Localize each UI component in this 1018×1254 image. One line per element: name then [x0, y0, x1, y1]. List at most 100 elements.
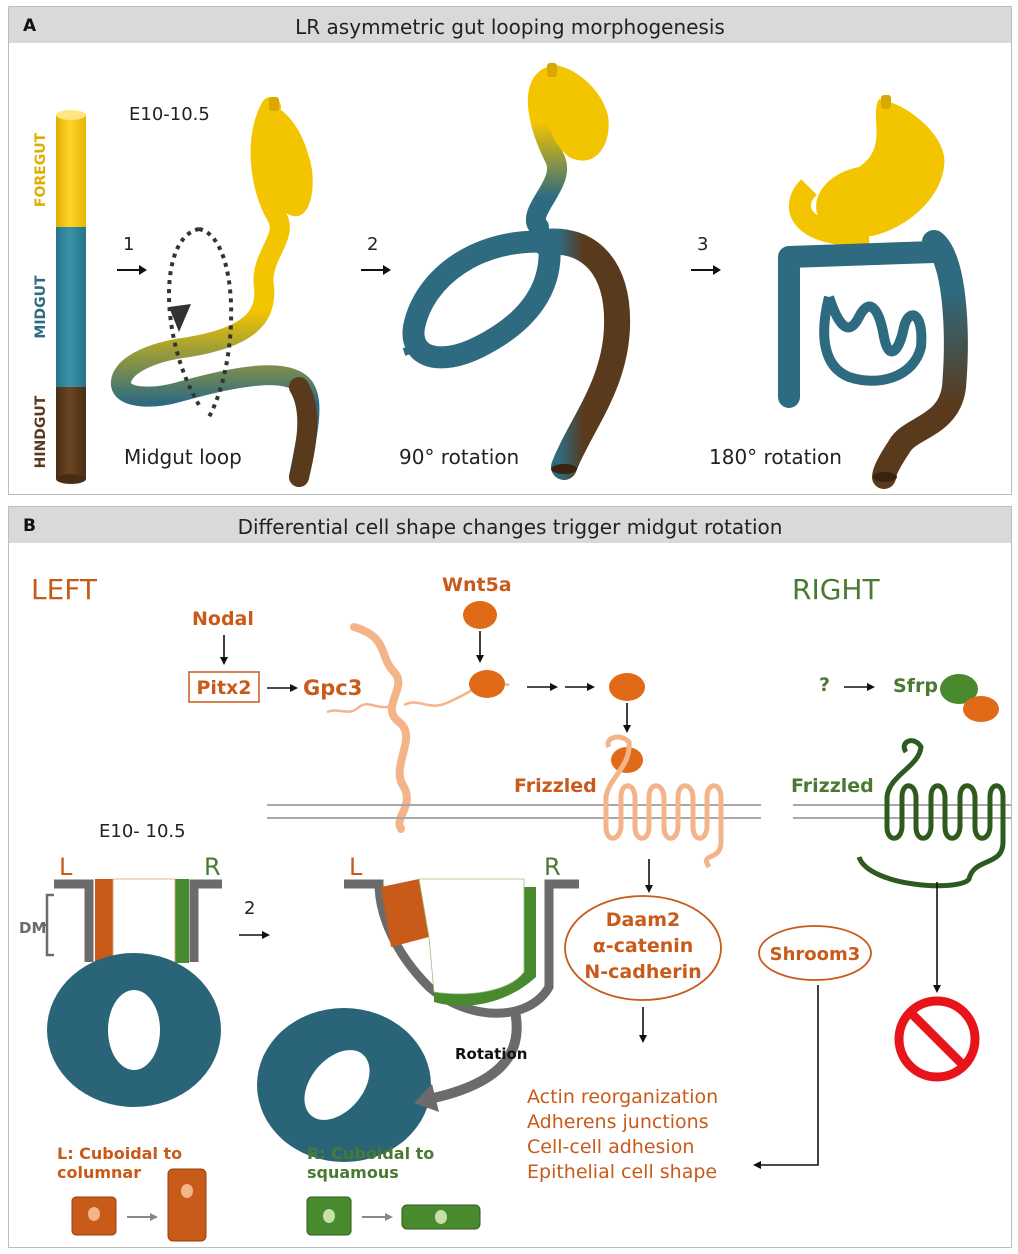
left-side-label: LEFT: [31, 573, 98, 606]
caption-midgut-loop: Midgut loop: [124, 445, 242, 469]
unknown-factor-label: ?: [819, 674, 830, 696]
frizzled-to-complex-arrowhead: [645, 885, 653, 893]
frizzled-right-label: Frizzled: [791, 775, 874, 797]
pitx2-label: Pitx2: [197, 677, 252, 699]
sfrp-label: Sfrp: [893, 675, 938, 697]
cs1-mesentery-left: [54, 884, 89, 962]
outcome-adhesion: Cell-cell adhesion: [527, 1136, 694, 1158]
right-side-label: RIGHT: [792, 573, 880, 606]
step-2-arrowhead-b: [262, 931, 270, 939]
label-midgut: MIDGUT: [33, 275, 49, 339]
right-block-arrowhead: [933, 985, 941, 993]
step-1-number: 1: [123, 234, 134, 255]
stage3-small-intestine: [824, 297, 921, 381]
dm-bracket: [41, 895, 54, 955]
rotation-90-illustration: [404, 63, 617, 474]
midgut-loop-illustration: [121, 97, 313, 477]
frizzled-right-receptor: [859, 741, 1003, 886]
rotation-label: Rotation: [455, 1045, 527, 1063]
cross-section-1: [47, 879, 222, 1107]
panel-a: A LR asymmetric gut looping morphogenesi…: [8, 6, 1012, 495]
panel-b: B Differential cell shape changes trigge…: [8, 506, 1012, 1248]
left-cuboidal-nucleus: [88, 1207, 100, 1221]
cross-section-1-left: L: [59, 853, 73, 881]
wnt5a-down-arrowhead: [476, 655, 484, 663]
shroom3-arrowhead: [753, 1161, 761, 1169]
wnt5a-bound-ligand: [469, 670, 505, 698]
stage1-hindgut: [299, 387, 307, 477]
complex-n-cadherin: N-cadherin: [584, 961, 701, 983]
rotation-180-illustration: [789, 95, 956, 482]
cs2-mesenchyme: [419, 879, 524, 994]
caption-180-rotation: 180° rotation: [709, 445, 842, 469]
right-change-line-1: R: Cuboidal to: [307, 1144, 434, 1163]
cs1-mesenchyme: [113, 879, 175, 963]
step-3-arrowhead: [713, 265, 721, 275]
membrane-left: [267, 805, 761, 818]
stage-label-b: E10- 10.5: [99, 821, 186, 842]
foregut-segment: [56, 115, 86, 227]
caption-90-rotation: 90° rotation: [399, 445, 519, 469]
left-columnar-nucleus: [181, 1184, 193, 1198]
left-change-line-2: columnar: [57, 1163, 141, 1182]
stage2-cecum: [404, 347, 419, 352]
wnt5a-to-frizzled-arrowhead: [623, 725, 631, 733]
wnt5a-label: Wnt5a: [442, 574, 512, 596]
shroom3-arrow: [759, 985, 818, 1165]
step-3-number: 3: [697, 234, 708, 255]
sfrp-sequestered-wnt: [963, 696, 999, 722]
complex-daam2: Daam2: [606, 909, 680, 931]
right-change-arrowhead: [385, 1213, 393, 1221]
cross-section-2-right: R: [544, 853, 561, 881]
stage2-esophagus: [547, 63, 557, 77]
outcome-cell-shape: Epithelial cell shape: [527, 1161, 717, 1183]
gpc3-label: Gpc3: [303, 676, 362, 700]
step-1-arrowhead: [139, 265, 147, 275]
stage3-stomach: [816, 99, 944, 237]
complex-to-outcomes-arrowhead: [639, 1035, 647, 1043]
wnt5a-released-ligand: [609, 673, 645, 701]
stage2-hindgut-end: [551, 464, 577, 474]
midgut-segment: [56, 227, 86, 387]
tube-top-cap: [56, 110, 86, 120]
step-2-number: 2: [367, 234, 378, 255]
right-change-line-2: squamous: [307, 1163, 399, 1182]
tube-bottom-cap: [56, 474, 86, 484]
nodal-label: Nodal: [192, 608, 254, 630]
no-signal-slash: [910, 1012, 964, 1066]
stage3-rectum-end: [873, 472, 897, 482]
dm-label: DM: [19, 919, 46, 937]
label-hindgut: HINDGUT: [33, 395, 49, 468]
left-change-arrowhead: [150, 1213, 158, 1221]
stage1-esophagus: [269, 97, 279, 111]
shroom3-label: Shroom3: [770, 944, 861, 965]
outcome-actin: Actin reorganization: [527, 1086, 718, 1108]
panel-a-diagram: FOREGUT MIDGUT HINDGUT E10-10.5 1 2 3 Mi…: [9, 7, 1011, 494]
left-columnar-cell: [168, 1169, 206, 1241]
right-cuboidal-nucleus: [323, 1209, 335, 1223]
cs1-right-epithelium: [175, 879, 189, 963]
cross-section-2-left: L: [349, 853, 363, 881]
nodal-arrowhead: [220, 657, 228, 665]
pitx2-arrowhead: [290, 684, 298, 692]
label-foregut: FOREGUT: [33, 132, 49, 207]
frizzled-left-label: Frizzled: [514, 775, 597, 797]
gut-tube-column: [56, 110, 86, 484]
step-2-arrowhead: [383, 265, 391, 275]
stage-label-a: E10-10.5: [129, 104, 210, 125]
left-change-line-1: L: Cuboidal to: [57, 1144, 182, 1163]
cs1-lumen: [108, 990, 160, 1070]
cross-section-1-right: R: [204, 853, 221, 881]
cs1-left-epithelium: [95, 879, 113, 963]
complex-alpha-catenin: α-catenin: [593, 935, 694, 957]
panel-b-diagram: LEFT RIGHT Nodal Pitx2 Gpc3 Wnt5a Frizzl…: [9, 507, 1011, 1247]
unknown-to-sfrp-arrowhead: [867, 683, 875, 691]
cs1-mesentery-right: [194, 884, 222, 962]
hindgut-segment: [56, 387, 86, 479]
gpc3-core-protein: [354, 627, 407, 829]
stage3-esophagus: [881, 95, 891, 109]
step-2-number-b: 2: [244, 898, 255, 919]
right-squamous-nucleus: [435, 1210, 447, 1224]
outcome-adherens: Adherens junctions: [527, 1111, 709, 1133]
stage2-midgut-loop: [413, 242, 549, 358]
